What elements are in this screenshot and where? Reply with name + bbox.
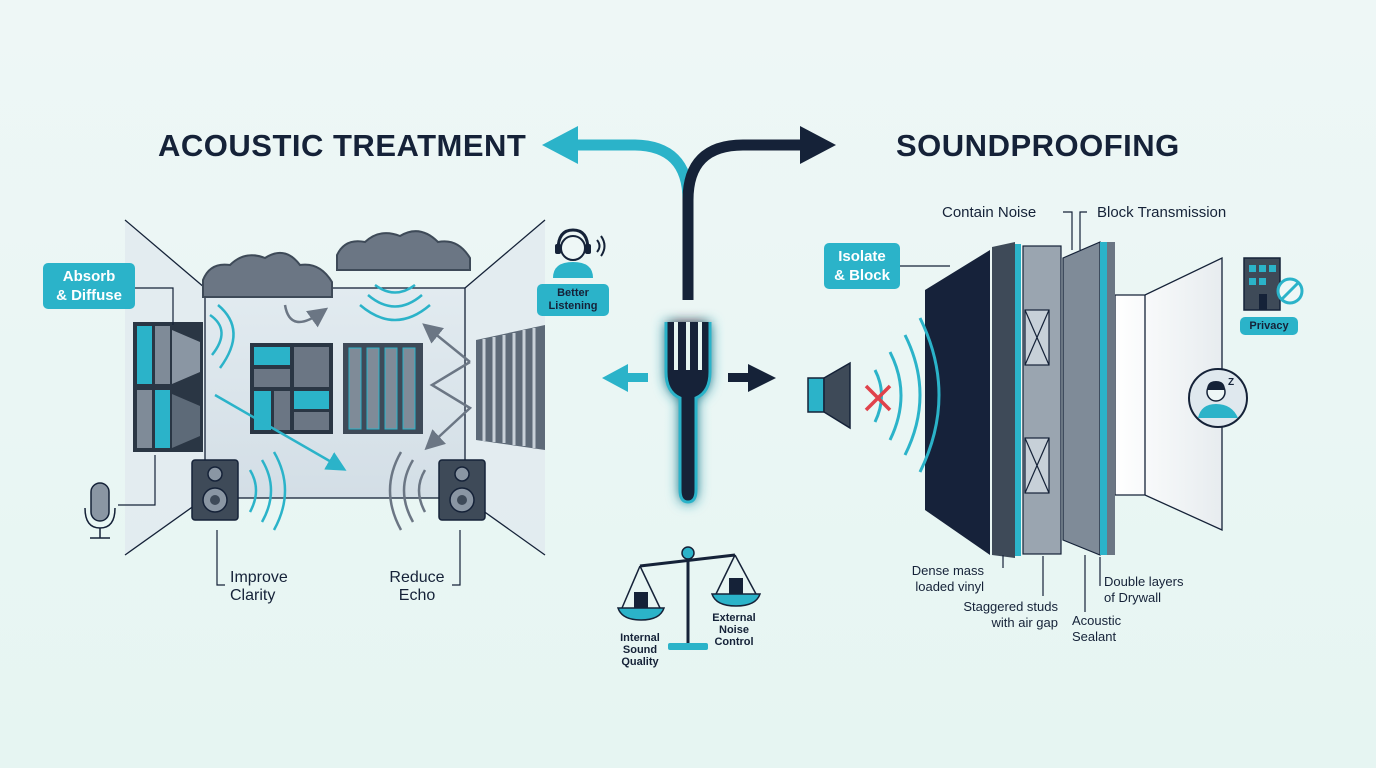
improve-clarity-line2: Clarity: [230, 587, 276, 604]
noise-speaker-icon: [807, 361, 851, 430]
isolate-block-line1: Isolate: [838, 248, 886, 265]
acoustic-sealant-line1: Acoustic: [1072, 613, 1122, 628]
speaker-right-icon: [438, 459, 486, 521]
better-listening-line2: Listening: [548, 300, 598, 312]
soundproofing-title: SOUNDPROOFING: [896, 128, 1180, 163]
svg-text:Z: Z: [1228, 377, 1234, 388]
better-listening-badge: Better Listening: [537, 284, 609, 316]
reduce-echo-line2: Echo: [398, 587, 436, 604]
isolate-block-badge: Isolate & Block: [824, 243, 900, 289]
internal-line1: Internal: [620, 632, 660, 644]
split-arrow: [542, 126, 836, 300]
dense-mass-line2: loaded vinyl: [915, 579, 984, 594]
center-arrows: [602, 364, 776, 392]
staggered-studs-line2: with air gap: [991, 615, 1058, 630]
slat-diffuser-icon: [343, 343, 423, 434]
block-transmission-label: Block Transmission: [1097, 204, 1227, 221]
sleeping-person-icon: Z: [1188, 368, 1248, 428]
balance-scale-icon: [616, 546, 762, 650]
acoustic-treatment-title: ACOUSTIC TREATMENT: [158, 128, 527, 163]
double-layers-line2: of Drywall: [1104, 590, 1162, 605]
internal-sound-quality-label: Internal Sound Quality: [612, 632, 668, 668]
staggered-studs-line1: Staggered studs: [963, 599, 1058, 614]
reduce-echo-label: Reduce Echo: [381, 569, 453, 605]
double-layers-line1: Double layers: [1104, 574, 1184, 589]
sound-waves: [209, 283, 431, 531]
double-layers-label: Double layers of Drywall: [1104, 574, 1184, 606]
external-line2: Noise: [719, 624, 749, 636]
blocked-x-icon: [864, 384, 892, 412]
privacy-badge: Privacy: [1240, 317, 1298, 335]
soundproof-wall: Z: [807, 211, 1304, 612]
speaker-left-icon: [191, 459, 239, 521]
reduce-echo-line1: Reduce: [389, 569, 445, 586]
absorption-panel-icon: [250, 343, 333, 434]
leader-lines-right: [900, 211, 1101, 612]
external-line1: External: [712, 612, 756, 624]
better-listening-line1: Better: [557, 287, 589, 299]
foam-panel-left-icon: [133, 322, 203, 452]
contain-noise-label: Contain Noise: [942, 204, 1037, 221]
absorb-diffuse-line1: Absorb: [62, 268, 116, 285]
internal-line3: Quality: [621, 656, 659, 668]
acoustic-sealant-label: Acoustic Sealant: [1072, 613, 1121, 645]
fork-icon: [664, 322, 712, 504]
isolate-block-line2: & Block: [834, 267, 890, 284]
reflection-arrows: [214, 304, 473, 471]
diffuser-cloud-right-icon: [336, 230, 471, 271]
acoustic-room: [84, 219, 606, 586]
dense-mass-line1: Dense mass: [911, 563, 984, 578]
microphone-icon: [84, 482, 116, 539]
absorb-diffuse-line2: & Diffuse: [56, 287, 122, 304]
external-noise-control-label: External Noise Control: [704, 612, 764, 648]
building-privacy-icon: [1243, 257, 1304, 311]
improve-clarity-line1: Improve: [230, 569, 288, 586]
internal-line2: Sound: [622, 644, 658, 656]
diffuser-cloud-left-icon: [202, 251, 333, 298]
staggered-studs-label: Staggered studs with air gap: [930, 599, 1058, 631]
absorb-diffuse-badge: Absorb & Diffuse: [43, 263, 135, 309]
dense-mass-label: Dense mass loaded vinyl: [880, 563, 984, 595]
external-line3: Control: [714, 636, 754, 648]
headphone-person-icon: [553, 228, 606, 278]
acoustic-sealant-line2: Sealant: [1072, 629, 1117, 644]
diffuser-panel-right-icon: [476, 325, 545, 450]
improve-clarity-label: Improve Clarity: [230, 569, 288, 605]
leader-lines-left: [118, 287, 461, 586]
